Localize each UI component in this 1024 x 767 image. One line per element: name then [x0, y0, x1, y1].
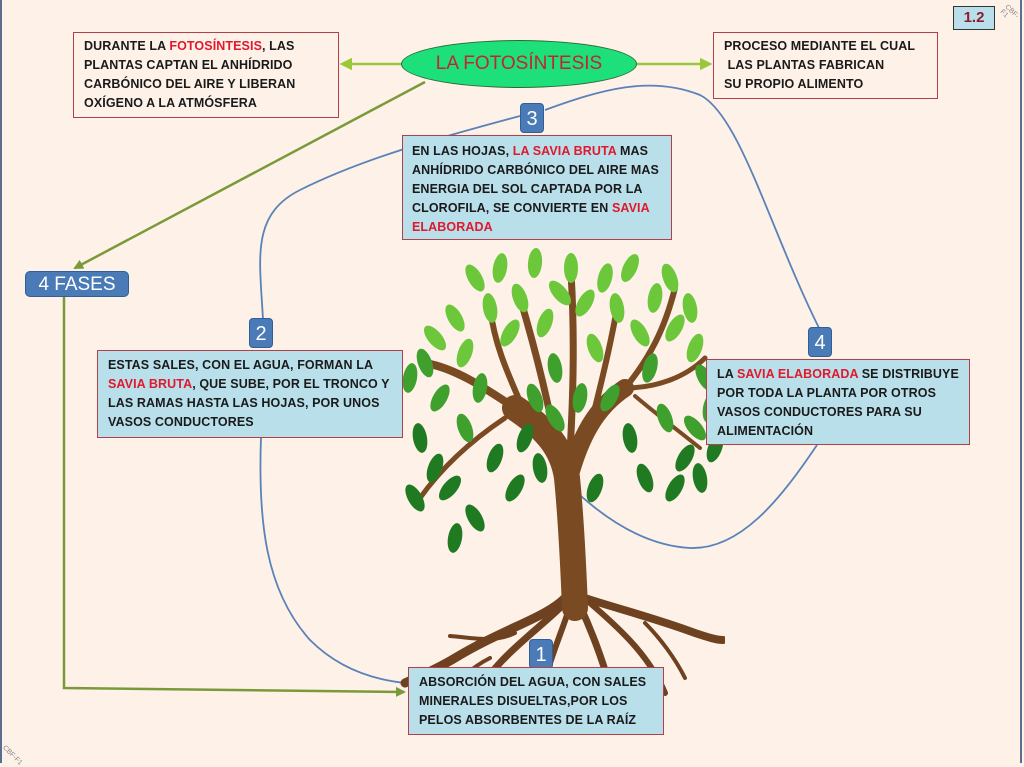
text-run: LA	[717, 367, 737, 381]
phase-4-text: LA SAVIA ELABORADA SE DISTRIBUYE POR TOD…	[717, 367, 959, 438]
phase-4-badge: 4	[808, 327, 832, 357]
leaf	[423, 325, 447, 351]
leaf	[665, 474, 685, 502]
highlight-term: LA SAVIA BRUTA	[512, 144, 617, 158]
leaf	[692, 463, 708, 493]
phase-2-text: ESTAS SALES, CON EL AGUA, FORMAN LA SAVI…	[108, 358, 389, 429]
phase-2-box: ESTAS SALES, CON EL AGUA, FORMAN LA SAVI…	[97, 350, 403, 438]
leaf	[656, 403, 674, 433]
phase-3-badge: 3	[520, 103, 544, 133]
leaf	[547, 353, 563, 383]
leaf	[586, 473, 604, 503]
leaf	[532, 453, 548, 483]
leaf	[416, 348, 434, 378]
leaf	[642, 353, 658, 383]
leaf	[600, 384, 620, 412]
text-run: ABSORCIÓN DEL AGUA, CON SALES MINERALES …	[419, 675, 647, 727]
leaf	[465, 504, 485, 532]
leaf	[527, 248, 543, 278]
phase-3-text: EN LAS HOJAS, LA SAVIA BRUTA MAS ANHÍDRI…	[412, 144, 659, 234]
connector-2-to-1	[259, 436, 407, 684]
connector-4-to-trunk	[566, 444, 818, 549]
tree-illustration	[400, 248, 725, 708]
leaf	[486, 443, 504, 473]
leaf	[630, 319, 650, 347]
leaf	[456, 338, 474, 368]
phase-1-box: ABSORCIÓN DEL AGUA, CON SALES MINERALES …	[408, 667, 664, 735]
left-note-text: DURANTE LA FOTOSÍNTESIS, LAS PLANTAS CAP…	[84, 39, 295, 110]
text-run: EN LAS HOJAS,	[412, 144, 513, 158]
page-number-badge: 1.2	[953, 6, 995, 30]
leaf	[647, 283, 663, 313]
title-ellipse: LA FOTOSÍNTESIS	[401, 40, 637, 88]
leaf	[536, 308, 554, 338]
arrow-title-to-phases	[73, 80, 426, 270]
leaf	[500, 319, 520, 347]
highlight-term: SAVIA BRUTA	[108, 377, 193, 391]
leaf	[402, 363, 418, 393]
diagram-title: LA FOTOSÍNTESIS	[435, 53, 603, 74]
leaf	[597, 263, 613, 293]
leaves	[402, 248, 724, 553]
text-run: MAS ANHÍDRIDO CARBÓNICO DEL AIRE MAS ENE…	[412, 144, 659, 215]
leaf	[586, 333, 604, 363]
right-note-line: PROCESO MEDIANTE EL CUAL	[724, 39, 916, 53]
leaf	[665, 314, 685, 342]
text-run: , QUE SUBE, POR EL TRONCO Y LAS RAMAS HA…	[108, 377, 390, 429]
phase-3-box: EN LAS HOJAS, LA SAVIA BRUTA MAS ANHÍDRI…	[402, 135, 672, 240]
leaf	[430, 384, 450, 412]
right-note-box: PROCESO MEDIANTE EL CUAL LAS PLANTAS FAB…	[713, 32, 938, 99]
leaf	[412, 423, 428, 453]
leaf	[609, 293, 625, 323]
leaf	[526, 383, 544, 413]
connector-3-to-4	[544, 84, 821, 331]
leaf	[572, 383, 588, 413]
phase-1-badge: 1	[529, 639, 553, 669]
leaf	[564, 253, 578, 283]
leaf	[447, 523, 463, 553]
leaf	[456, 413, 474, 443]
leaf	[683, 415, 707, 441]
leaf	[575, 289, 595, 317]
right-note-line: LAS PLANTAS FABRICAN	[724, 58, 885, 72]
leaf	[492, 253, 508, 283]
leaf	[682, 293, 698, 323]
leaf	[445, 304, 465, 332]
arrow-phases-to-step1	[62, 297, 406, 697]
leaf	[426, 453, 444, 483]
right-note-line: SU PROPIO ALIMENTO	[724, 77, 864, 91]
leaf	[465, 264, 485, 292]
highlight-term: SAVIA ELABORADA	[736, 367, 859, 381]
text-run: DURANTE LA	[84, 39, 170, 53]
leaf	[621, 254, 639, 282]
leaf	[686, 333, 704, 363]
leaf	[622, 423, 638, 453]
text-run: , LAS PLANTAS CAPTAN EL ANHÍDRIDO CARBÓN…	[84, 39, 296, 110]
highlight-term: FOTOSÍNTESIS	[169, 39, 263, 53]
phases-label: 4 FASES	[25, 271, 129, 297]
highlight-term: SAVIA ELABORADA	[412, 201, 650, 234]
phase-1-text: ABSORCIÓN DEL AGUA, CON SALES MINERALES …	[419, 675, 646, 727]
leaf	[661, 263, 679, 293]
leaf	[516, 423, 534, 453]
leaf	[675, 444, 695, 472]
leaf	[636, 463, 654, 493]
leaf	[405, 484, 425, 512]
leaf	[438, 475, 462, 501]
leaf	[545, 404, 565, 432]
phase-4-box: LA SAVIA ELABORADA SE DISTRIBUYE POR TOD…	[706, 359, 970, 445]
text-run: ESTAS SALES, CON EL AGUA, FORMAN LA	[108, 358, 373, 372]
text-run: SE DISTRIBUYE POR TODA LA PLANTA POR OTR…	[717, 367, 959, 438]
leaf	[511, 283, 529, 313]
leaf	[548, 280, 572, 306]
phase-2-badge: 2	[249, 318, 273, 348]
leaf	[482, 293, 498, 323]
left-note-box: DURANTE LA FOTOSÍNTESIS, LAS PLANTAS CAP…	[73, 32, 339, 118]
leaf	[472, 373, 488, 403]
leaf	[505, 474, 525, 502]
